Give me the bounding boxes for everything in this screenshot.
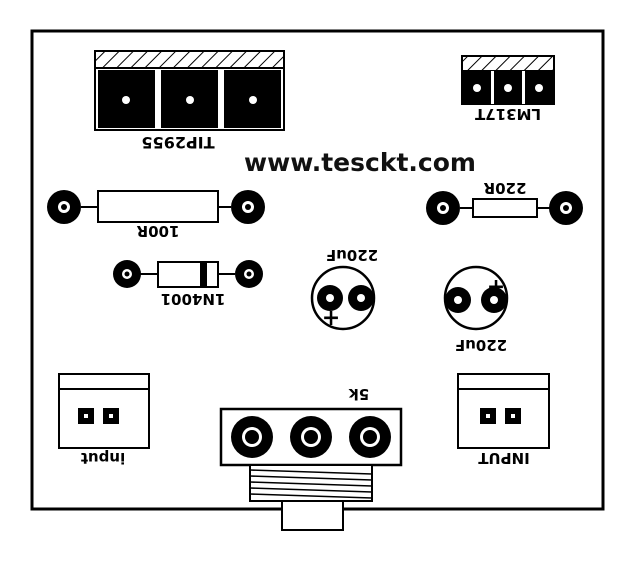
tip2955-label: TIP2955 xyxy=(141,133,214,152)
potentiometer-5k xyxy=(219,407,403,531)
input-terminal-right xyxy=(457,373,550,449)
diode-1n4001 xyxy=(113,260,263,288)
pot-label: 5k xyxy=(348,385,369,403)
capacitor-right-plus: + xyxy=(487,274,505,299)
input-terminal-left xyxy=(58,373,150,449)
capacitor-left-label: 220uF xyxy=(326,246,378,264)
lm317t-regulator xyxy=(461,55,555,105)
capacitor-left xyxy=(310,265,376,331)
input-right-label: INPUT xyxy=(477,449,529,467)
diode-label: 1N4001 xyxy=(161,290,226,308)
lm317t-label: LM317T xyxy=(474,105,541,123)
resistor-220r xyxy=(426,191,583,225)
input-left-label: input xyxy=(81,449,125,467)
tip2955-transistor xyxy=(94,50,285,131)
capacitor-left-plus: + xyxy=(322,305,340,330)
resistor-100r-label: 100R xyxy=(136,222,179,240)
resistor-220r-label: 220R xyxy=(483,179,526,197)
resistor-100r xyxy=(47,190,265,224)
capacitor-right-label: 220uF xyxy=(455,336,507,354)
capacitor-right xyxy=(443,265,509,331)
website-label: www.tesckt.com xyxy=(244,148,476,177)
